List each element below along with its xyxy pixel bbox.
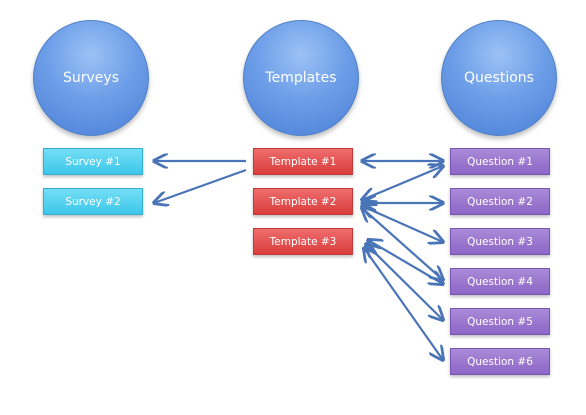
arrow-template2-question1	[362, 166, 443, 200]
surveys-header-circle: Surveys	[33, 20, 149, 136]
question-box-label: Question #5	[467, 315, 533, 328]
templates-header-label: Templates	[265, 70, 337, 86]
question-box-3: Question #3	[450, 228, 550, 255]
question-box-6: Question #6	[450, 348, 550, 375]
arrow-template1-survey2	[154, 168, 247, 203]
question-box-2: Question #2	[450, 188, 550, 215]
questions-header-circle: Questions	[441, 20, 557, 136]
question-box-label: Question #6	[467, 355, 533, 368]
surveys-header-label: Surveys	[63, 70, 119, 86]
survey-box-label: Survey #1	[65, 155, 121, 168]
question-box-label: Question #3	[467, 235, 533, 248]
survey-box-2: Survey #2	[43, 188, 143, 215]
templates-header-circle: Templates	[243, 20, 359, 136]
template-box-label: Template #2	[269, 195, 337, 208]
survey-box-label: Survey #2	[65, 195, 121, 208]
arrow-template2-question3	[362, 206, 443, 242]
question-box-label: Question #4	[467, 275, 533, 288]
questions-header-label: Questions	[464, 70, 534, 86]
template-box-2: Template #2	[253, 188, 353, 215]
question-box-label: Question #1	[467, 155, 533, 168]
template-box-label: Template #3	[269, 235, 337, 248]
arrow-template3-question5	[366, 244, 443, 320]
question-box-label: Question #2	[467, 195, 533, 208]
arrow-template3-question6	[364, 248, 443, 360]
question-box-4: Question #4	[450, 268, 550, 295]
question-box-1: Question #1	[450, 148, 550, 175]
survey-box-1: Survey #1	[43, 148, 143, 175]
template-box-3: Template #3	[253, 228, 353, 255]
template-box-1: Template #1	[253, 148, 353, 175]
template-box-label: Template #1	[269, 155, 337, 168]
question-box-5: Question #5	[450, 308, 550, 335]
